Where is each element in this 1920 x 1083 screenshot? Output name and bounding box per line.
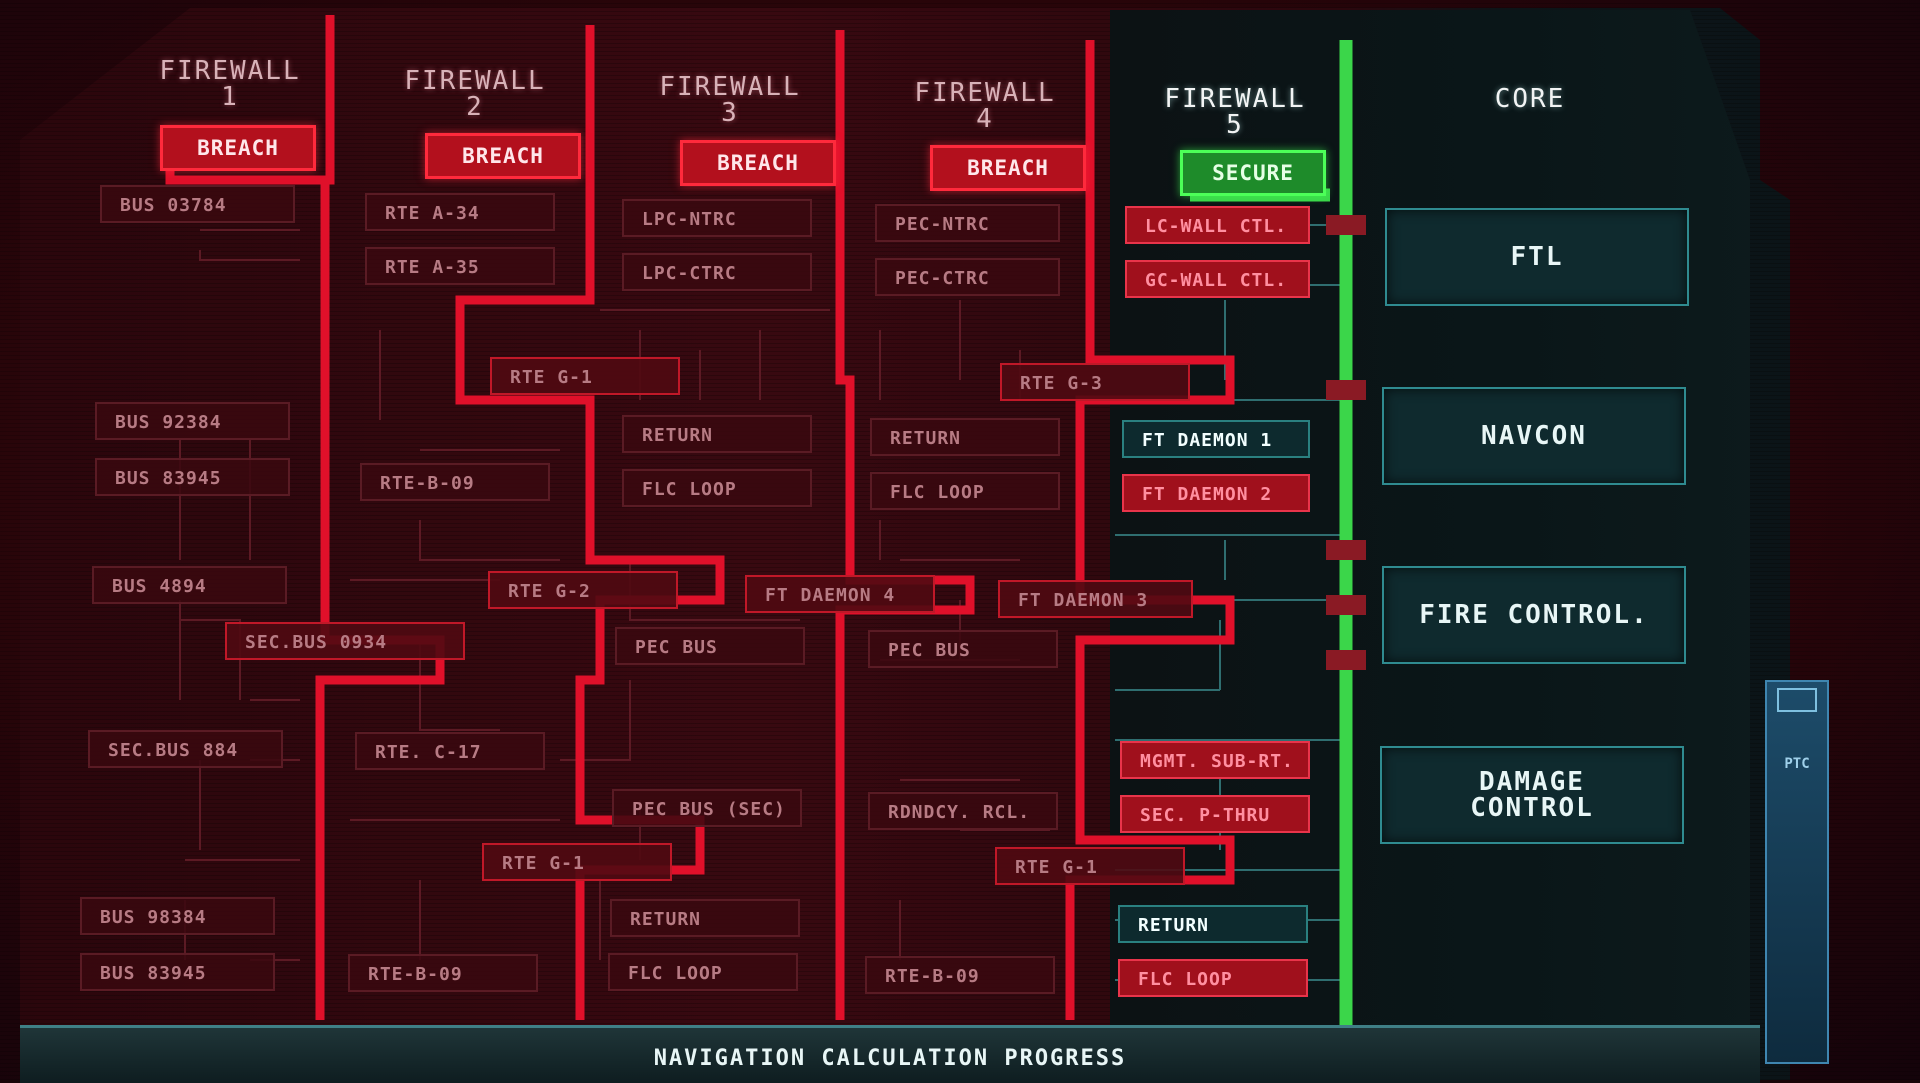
fw3-node[interactable]: LPC-NTRC	[622, 199, 812, 237]
side-gauge[interactable]: PTC	[1765, 680, 1829, 1064]
firewall-1-status[interactable]: BREACH	[160, 125, 316, 171]
fw1-node[interactable]: BUS 83945	[95, 458, 290, 496]
fw2-node[interactable]: RTE A-34	[365, 193, 555, 231]
core-title: CORE	[1494, 84, 1566, 114]
fw5-node[interactable]: GC-WALL CTL.	[1125, 260, 1310, 298]
core-damage-control[interactable]: DAMAGE CONTROL	[1380, 746, 1684, 844]
fw2-node[interactable]: RTE A-35	[365, 247, 555, 285]
fw3-node[interactable]: LPC-CTRC	[622, 253, 812, 291]
firewall-5-status[interactable]: SECURE	[1180, 150, 1326, 196]
fw4-node[interactable]: RTE G-3	[1000, 363, 1190, 401]
firewall-3-status[interactable]: BREACH	[680, 140, 836, 186]
core-navcon[interactable]: NAVCON	[1382, 387, 1686, 485]
gauge-chip-icon	[1777, 688, 1817, 712]
firewall-4-status[interactable]: BREACH	[930, 145, 1086, 191]
fw4-node[interactable]: FT DAEMON 3	[998, 580, 1193, 618]
fw4-node[interactable]: PEC-CTRC	[875, 258, 1060, 296]
fw3-node[interactable]: FLC LOOP	[608, 953, 798, 991]
fw3-node[interactable]: PEC BUS (SEC)	[612, 789, 802, 827]
core-fire-control[interactable]: FIRE CONTROL.	[1382, 566, 1686, 664]
core-ftl[interactable]: FTL	[1385, 208, 1689, 306]
fw4-node[interactable]: RETURN	[870, 418, 1060, 456]
fw2-node[interactable]: RTE. C-17	[355, 732, 545, 770]
fw1-node[interactable]: SEC.BUS 884	[88, 730, 283, 768]
fw5-node[interactable]: SEC. P-THRU	[1120, 795, 1310, 833]
gauge-label: PTC	[1784, 756, 1810, 772]
fw1-node[interactable]: SEC.BUS 0934	[225, 622, 465, 660]
fw1-node[interactable]: BUS 83945	[80, 953, 275, 991]
fw4-node[interactable]: PEC-NTRC	[875, 204, 1060, 242]
fw4-node[interactable]: FLC LOOP	[870, 472, 1060, 510]
fw4-node[interactable]: RTE-B-09	[865, 956, 1055, 994]
fw5-node[interactable]: MGMT. SUB-RT.	[1120, 741, 1310, 779]
fw1-node[interactable]: BUS 92384	[95, 402, 290, 440]
fw2-node[interactable]: RTE G-2	[488, 571, 678, 609]
fw3-node[interactable]: FT DAEMON 4	[745, 575, 935, 613]
progress-label: NAVIGATION CALCULATION PROGRESS	[653, 1046, 1127, 1071]
firewall-2-status[interactable]: BREACH	[425, 133, 581, 179]
fw4-node[interactable]: RTE G-1	[995, 847, 1185, 885]
fw3-node[interactable]: RETURN	[622, 415, 812, 453]
fw1-node[interactable]: BUS 4894	[92, 566, 287, 604]
fw5-node[interactable]: FT DAEMON 2	[1122, 474, 1310, 512]
fw4-node[interactable]: RDNDCY. RCL.	[868, 792, 1058, 830]
fw2-node[interactable]: RTE-B-09	[348, 954, 538, 992]
navigation-progress-bar: NAVIGATION CALCULATION PROGRESS	[20, 1025, 1760, 1083]
fw3-node[interactable]: RETURN	[610, 899, 800, 937]
fw5-node[interactable]: LC-WALL CTL.	[1125, 206, 1310, 244]
fw3-node[interactable]: FLC LOOP	[622, 469, 812, 507]
fw2-node[interactable]: RTE-B-09	[360, 463, 550, 501]
fw1-node[interactable]: BUS 03784	[100, 185, 295, 223]
fw5-node[interactable]: RETURN	[1118, 905, 1308, 943]
fw5-node[interactable]: FLC LOOP	[1118, 959, 1308, 997]
fw5-node[interactable]: FT DAEMON 1	[1122, 420, 1310, 458]
fw4-node[interactable]: PEC BUS	[868, 630, 1058, 668]
fw2-node[interactable]: RTE G-1	[490, 357, 680, 395]
fw2-node[interactable]: RTE G-1	[482, 843, 672, 881]
fw1-node[interactable]: BUS 98384	[80, 897, 275, 935]
fw3-node[interactable]: PEC BUS	[615, 627, 805, 665]
